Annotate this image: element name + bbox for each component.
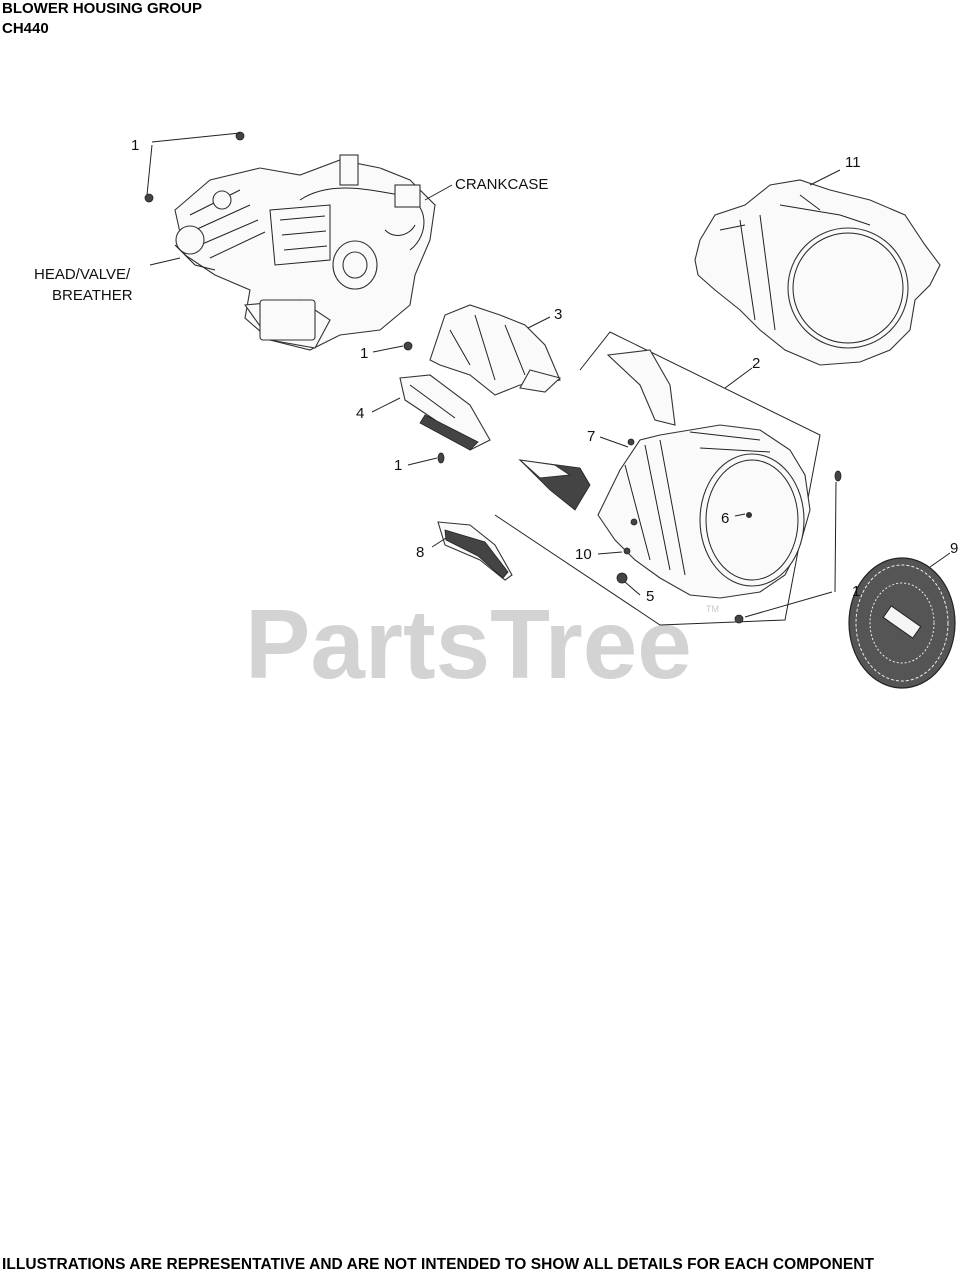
part-8-bracket (437, 521, 513, 581)
engine-crankcase-illustration (174, 154, 436, 351)
callout-4: 4 (356, 405, 364, 422)
callout-1-top: 1 (131, 137, 139, 154)
callout-8: 8 (416, 544, 424, 561)
watermark-tm: TM (706, 604, 719, 614)
part-2-baffle-set (518, 349, 676, 511)
callout-7: 7 (587, 428, 595, 445)
callout-10: 10 (575, 546, 592, 563)
callout-11: 11 (845, 154, 861, 171)
diagram-title: BLOWER HOUSING GROUP (2, 0, 203, 17)
callout-2: 2 (752, 355, 760, 372)
watermark: PartsTree (245, 589, 692, 699)
part-4-baffle (399, 374, 491, 451)
footer-disclaimer: ILLUSTRATIONS ARE REPRESENTATIVE AND ARE… (2, 1256, 875, 1273)
part-11-blower-housing (694, 179, 941, 366)
callout-6: 6 (721, 510, 729, 527)
model-number: CH440 (2, 20, 49, 37)
callout-breather: BREATHER (52, 287, 133, 304)
part-3-shroud (429, 304, 562, 396)
callout-1-right: 1 (852, 583, 860, 600)
part-9-rotating-screen (848, 557, 956, 689)
exploded-parts-diagram: PartsTree TM (34, 131, 958, 699)
callout-1-mid: 1 (360, 345, 368, 362)
callout-1-lower: 1 (394, 457, 402, 474)
callout-head-valve: HEAD/VALVE/ (34, 266, 131, 283)
callout-9: 9 (950, 540, 958, 557)
part-2-blower-housing (597, 424, 811, 599)
callout-crankcase: CRANKCASE (455, 176, 548, 193)
callout-3: 3 (554, 306, 562, 323)
callout-5: 5 (646, 588, 654, 605)
leader-lines (146, 132, 951, 618)
fasteners (144, 131, 842, 624)
